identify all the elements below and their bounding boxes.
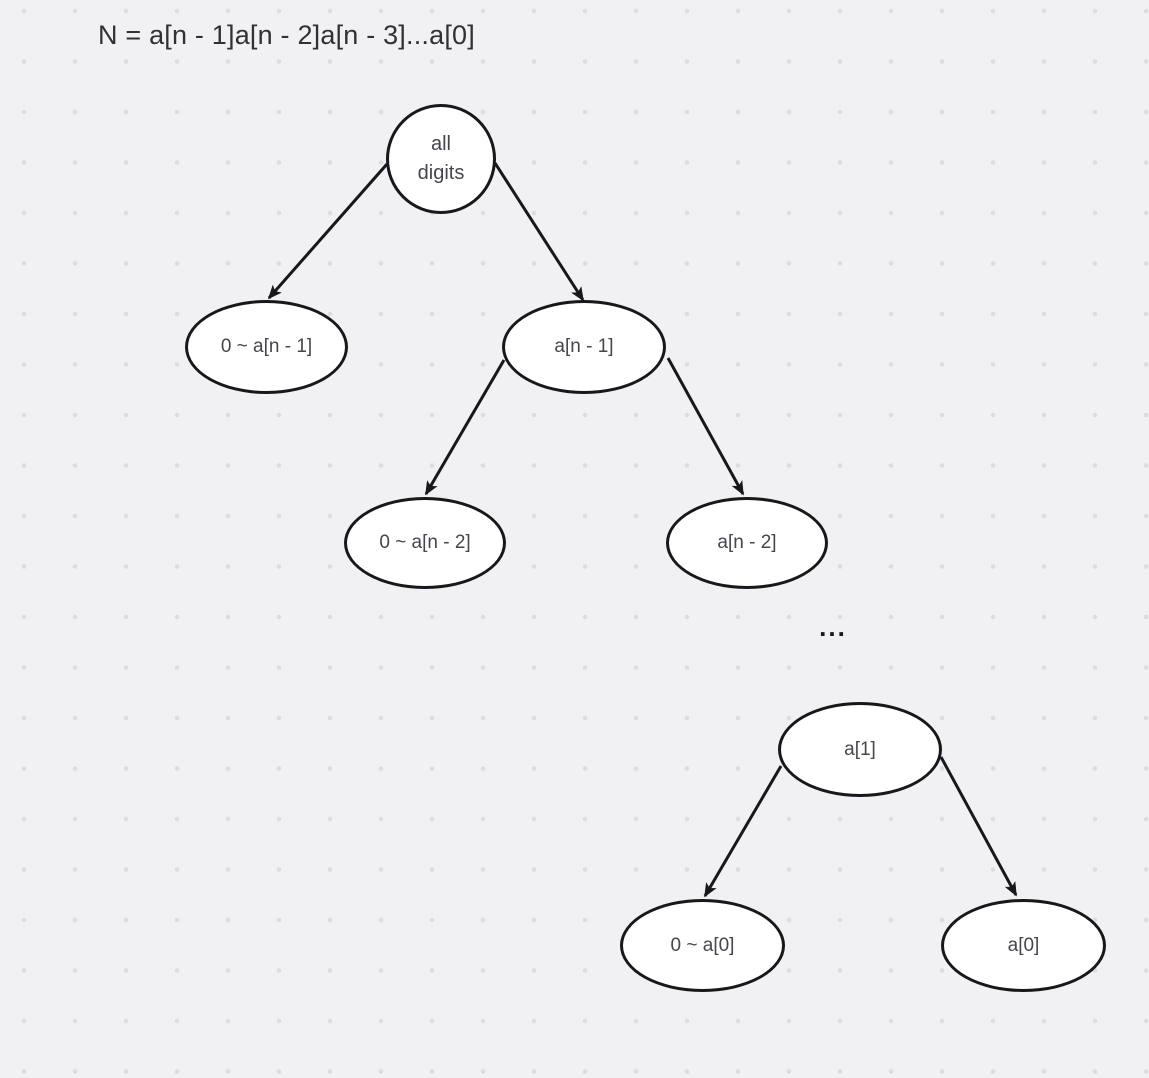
- node-label: a[n - 1]: [554, 336, 614, 357]
- node-label: all digits: [417, 133, 465, 184]
- edge-fixed-1-to-fixed-0: [939, 756, 1018, 895]
- tree-node-fixed-1: a[1]: [778, 702, 942, 797]
- edge-fixed-n-1-to-range-n-2: [424, 359, 506, 494]
- node-label: a[1]: [844, 738, 876, 760]
- diagram-title: N = a[n - 1]a[n - 2]a[n - 3]...a[0]: [98, 20, 475, 50]
- tree-node-all-digits: all digits: [386, 104, 496, 214]
- node-label: 0 ~ a[n - 2]: [379, 532, 471, 553]
- edge-all-digits-to-range-n-1: [267, 163, 389, 298]
- node-label: 0 ~ a[0]: [670, 934, 735, 956]
- node-label: a[n - 2]: [717, 532, 777, 553]
- tree-ellipsis: ...: [819, 612, 847, 642]
- node-label: 0 ~ a[n - 1]: [220, 336, 313, 357]
- tree-node-fixed-0: a[0]: [941, 899, 1106, 992]
- tree-node-fixed-n-2: a[n - 2]: [666, 497, 828, 589]
- tree-node-range-n-1: 0 ~ a[n - 1]: [185, 300, 348, 394]
- edge-all-digits-to-fixed-n-1: [493, 162, 585, 300]
- edge-fixed-n-1-to-fixed-n-2: [666, 357, 745, 494]
- node-label: a[0]: [1007, 934, 1040, 956]
- edge-fixed-1-to-range-0: [703, 765, 783, 896]
- tree-node-range-n-2: 0 ~ a[n - 2]: [344, 497, 506, 589]
- tree-node-range-0: 0 ~ a[0]: [620, 899, 785, 992]
- tree-node-fixed-n-1: a[n - 1]: [502, 300, 666, 394]
